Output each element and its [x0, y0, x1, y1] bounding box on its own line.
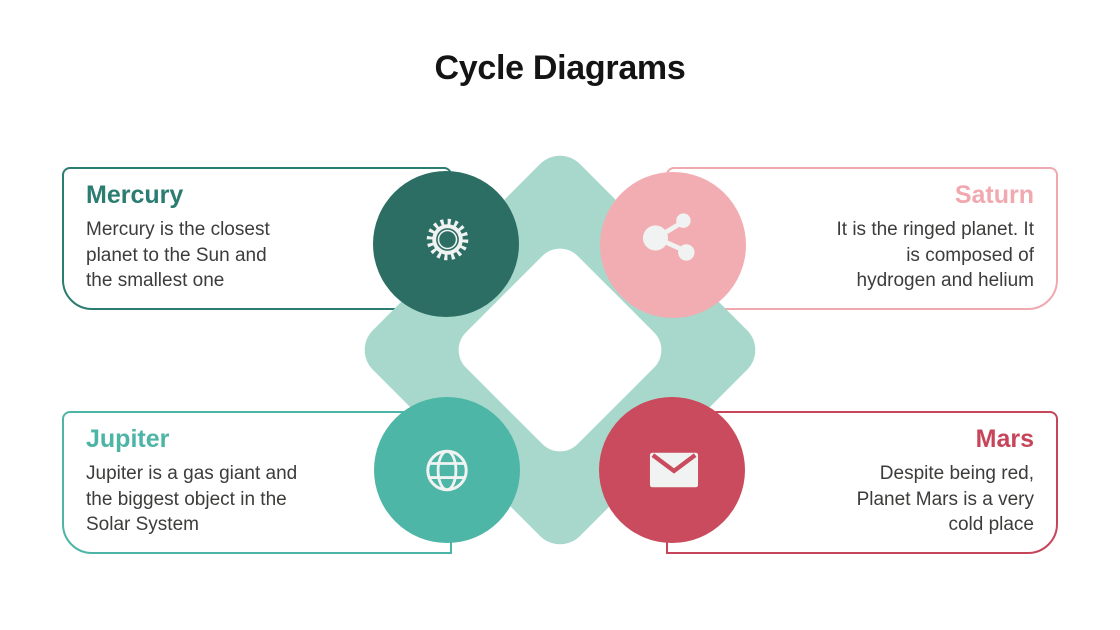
mars-description: Despite being red, Planet Mars is a very… — [856, 462, 1034, 536]
jupiter-description: Jupiter is a gas giant and the biggest o… — [86, 462, 298, 536]
saturn-heading: Saturn — [954, 181, 1034, 209]
mars-card: Mars Despite being red, Planet Mars is a… — [666, 411, 1058, 554]
mars-circle — [599, 397, 745, 543]
jupiter-card: Jupiter Jupiter is a gas giant and the b… — [62, 411, 452, 554]
saturn-description: It is the ringed planet. It is composed … — [836, 218, 1034, 292]
mercury-description: Mercury is the closest planet to the Sun… — [86, 218, 270, 292]
mercury-heading: Mercury — [86, 181, 184, 209]
globe-icon — [426, 449, 468, 491]
mercury-card: Mercury Mercury is the closest planet to… — [62, 167, 452, 310]
page-title: Cycle Diagrams — [434, 49, 686, 87]
share-icon — [642, 213, 695, 261]
saturn-circle — [600, 172, 746, 318]
envelope-icon — [649, 452, 699, 488]
jupiter-circle — [374, 397, 520, 543]
jupiter-heading: Jupiter — [86, 425, 170, 453]
saturn-card: Saturn It is the ringed planet. It is co… — [666, 167, 1058, 310]
gear-icon — [426, 218, 468, 260]
mercury-circle — [373, 171, 519, 317]
mars-heading: Mars — [975, 425, 1034, 453]
